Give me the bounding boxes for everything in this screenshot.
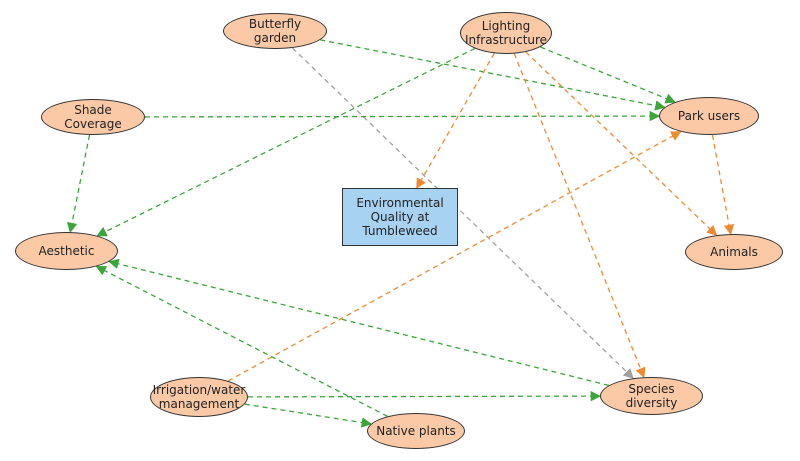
edge-irrigation-to-species (247, 390, 602, 402)
node-park-users[interactable]: Park users (659, 97, 759, 135)
node-label: Butterfly garden (248, 17, 302, 45)
edge-shade-to-park-users (144, 110, 661, 122)
edge-shade-to-aesthetic (66, 134, 91, 234)
node-butterfly-garden[interactable]: Butterfly garden (223, 13, 327, 49)
edge-lighting-to-center (416, 52, 495, 189)
edge-irrigation-to-native-plants (244, 403, 372, 428)
node-shade-coverage[interactable]: Shade Coverage (41, 99, 145, 135)
node-species-diversity[interactable]: Species diversity (600, 377, 703, 415)
node-environmental-quality[interactable]: Environmental Quality at Tumbleweed (342, 188, 458, 246)
node-label: Animals (710, 245, 758, 259)
node-animals[interactable]: Animals (685, 234, 783, 270)
edge-butterfly-garden-to-species (292, 47, 634, 379)
edge-lighting-to-park-users (540, 46, 676, 104)
node-label: Shade Coverage (64, 103, 122, 131)
node-label: Species diversity (625, 382, 678, 410)
edge-irrigation-to-park-users (227, 131, 682, 382)
node-label: Irrigation/water management (152, 383, 246, 411)
node-label: Native plants (376, 424, 456, 438)
edge-park-users-to-animals (711, 134, 735, 236)
node-irrigation-water-management[interactable]: Irrigation/water management (150, 377, 248, 417)
node-aesthetic[interactable]: Aesthetic (15, 232, 118, 270)
node-label: Park users (677, 109, 741, 123)
node-label: Aesthetic (38, 244, 95, 258)
edge-lighting-to-aesthetic (96, 47, 476, 237)
edge-native-plants-to-aesthetic (95, 265, 388, 417)
node-lighting-infrastructure[interactable]: Lighting Infrastructure (460, 12, 552, 54)
edge-lighting-to-animals (525, 51, 718, 236)
node-label: Environmental Quality at Tumbleweed (356, 196, 444, 238)
node-native-plants[interactable]: Native plants (367, 413, 465, 449)
edge-lighting-to-species (513, 53, 646, 379)
edge-species-to-aesthetic (108, 258, 609, 387)
edge-butterfly-garden-to-park-users (320, 39, 666, 111)
node-label: Lighting Infrastructure (464, 19, 548, 47)
